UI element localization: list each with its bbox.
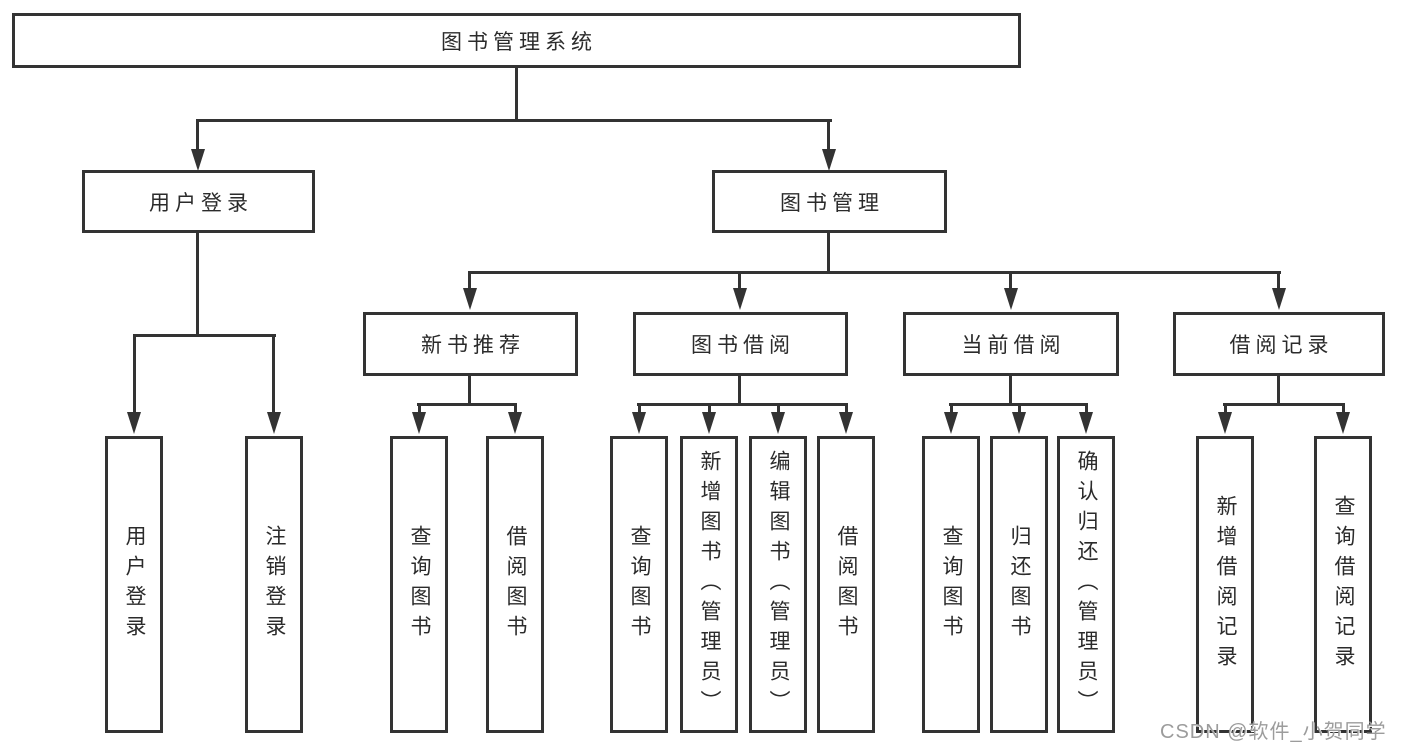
connector-drop	[272, 334, 275, 414]
node-new-book-recommend: 新书推荐	[363, 312, 578, 376]
arrow-down-icon	[1336, 412, 1350, 434]
leaf-add-borrow-record: 新增借阅记录	[1196, 436, 1254, 733]
leaf-query-books-current: 查询图书	[922, 436, 980, 733]
arrow-down-icon	[463, 288, 477, 310]
connector-drop	[1009, 271, 1012, 290]
csdn-watermark: CSDN @软件_小贺同学	[1160, 721, 1387, 743]
connector-drop	[738, 271, 741, 290]
connector-drop	[638, 403, 641, 414]
connector-root-stem	[515, 66, 518, 122]
connector-recommend-stem	[468, 376, 471, 406]
connector-recommend-split	[417, 403, 517, 406]
node-borrowing-records: 借阅记录	[1173, 312, 1385, 376]
connector-drop	[845, 403, 848, 414]
leaf-borrow-books-borrowing: 借阅图书	[817, 436, 875, 733]
connector-drop	[708, 403, 711, 414]
connector-drop	[468, 271, 471, 290]
connector-drop	[1085, 403, 1088, 414]
connector-level1-split	[196, 119, 832, 122]
node-book-borrowing: 图书借阅	[633, 312, 848, 376]
arrow-down-icon	[944, 412, 958, 434]
leaf-edit-book-admin: 编辑图书（管理员）	[749, 436, 807, 733]
arrow-down-icon	[191, 149, 205, 171]
arrow-down-icon	[771, 412, 785, 434]
connector-drop	[1342, 403, 1345, 414]
connector-drop	[1018, 403, 1021, 414]
leaf-return-book: 归还图书	[990, 436, 1048, 733]
leaf-logout: 注销登录	[245, 436, 303, 733]
node-book-management: 图书管理	[712, 170, 947, 233]
arrow-down-icon	[1012, 412, 1026, 434]
connector-drop	[133, 334, 136, 414]
arrow-down-icon	[127, 412, 141, 434]
connector-book-mgmt-stem	[827, 233, 830, 274]
node-current-borrowing: 当前借阅	[903, 312, 1119, 376]
connector-borrowing-split	[637, 403, 848, 406]
leaf-confirm-return-admin: 确认归还（管理员）	[1057, 436, 1115, 733]
arrow-down-icon	[702, 412, 716, 434]
connector-user-login-split	[133, 334, 276, 337]
arrow-down-icon	[632, 412, 646, 434]
connector-current-stem	[1009, 376, 1012, 406]
node-user-login: 用户登录	[82, 170, 315, 233]
connector-drop	[1224, 403, 1227, 414]
arrow-down-icon	[1218, 412, 1232, 434]
arrow-down-icon	[1079, 412, 1093, 434]
connector-book-mgmt-split	[469, 271, 1281, 274]
arrow-down-icon	[412, 412, 426, 434]
leaf-borrow-books-recommend: 借阅图书	[486, 436, 544, 733]
leaf-user-login: 用户登录	[105, 436, 163, 733]
connector-drop	[777, 403, 780, 414]
leaf-query-books-recommend: 查询图书	[390, 436, 448, 733]
node-library-system: 图书管理系统	[12, 13, 1021, 68]
connector-records-split	[1223, 403, 1345, 406]
arrow-down-icon	[733, 288, 747, 310]
leaf-add-book-admin: 新增图书（管理员）	[680, 436, 738, 733]
leaf-query-books-borrowing: 查询图书	[610, 436, 668, 733]
connector-drop	[827, 119, 830, 151]
connector-borrowing-stem	[738, 376, 741, 406]
connector-drop	[196, 119, 199, 151]
connector-drop	[418, 403, 421, 414]
connector-drop	[514, 403, 517, 414]
arrow-down-icon	[1272, 288, 1286, 310]
arrow-down-icon	[1004, 288, 1018, 310]
connector-drop	[950, 403, 953, 414]
arrow-down-icon	[267, 412, 281, 434]
leaf-query-borrow-record: 查询借阅记录	[1314, 436, 1372, 733]
arrow-down-icon	[508, 412, 522, 434]
arrow-down-icon	[839, 412, 853, 434]
connector-drop	[1277, 271, 1280, 290]
connector-user-login-stem	[196, 233, 199, 337]
arrow-down-icon	[822, 149, 836, 171]
connector-records-stem	[1277, 376, 1280, 406]
